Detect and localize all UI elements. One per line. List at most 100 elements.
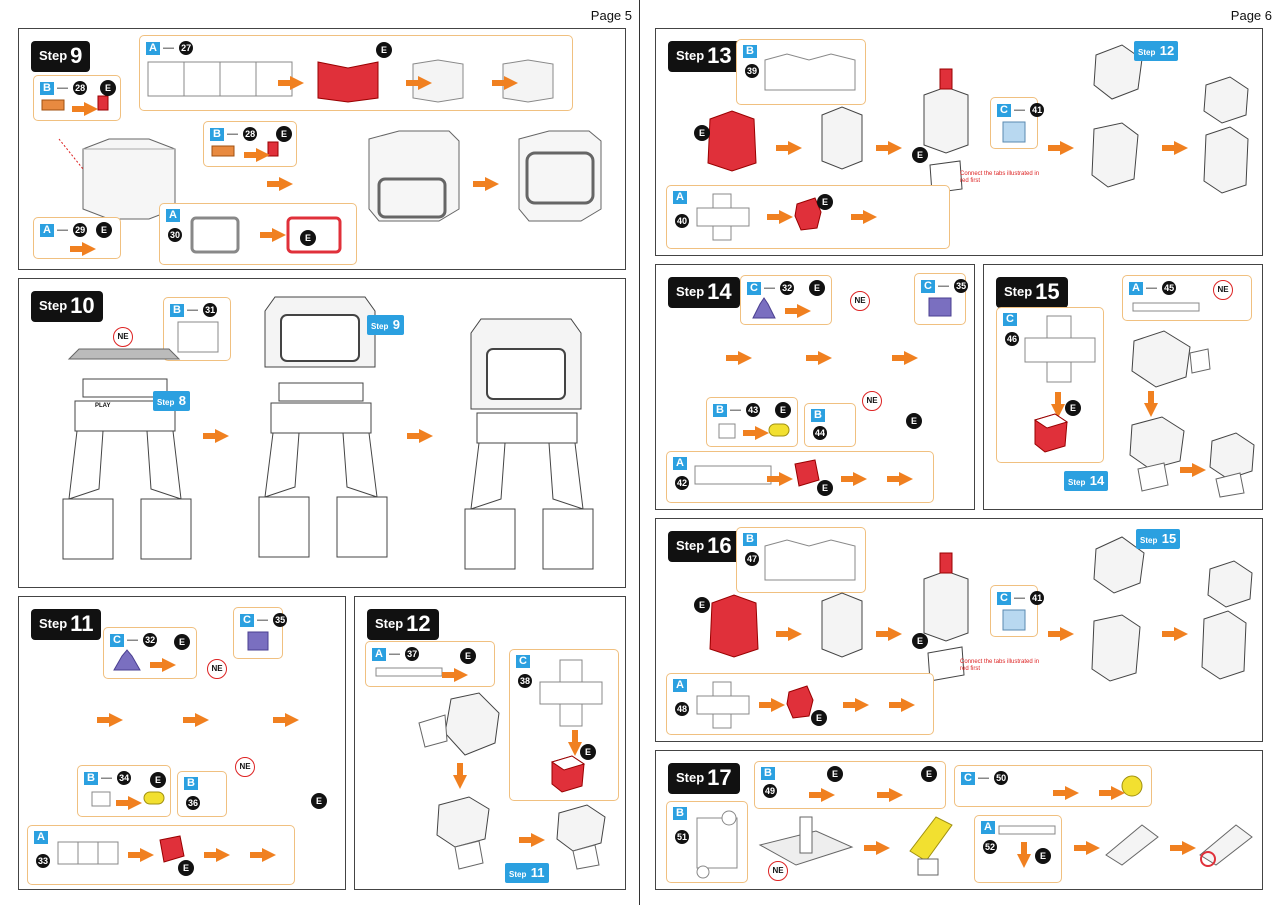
red-body-illustration [709,594,759,658]
arrow-right [767,210,793,224]
arrow-down [1017,842,1031,868]
part-b39-box: B 39 [736,39,866,105]
arrow-right [743,426,769,440]
arrow-right [519,833,545,847]
e-badge: E [376,42,392,58]
cube-illustration [418,692,500,756]
e-badge: E [809,280,825,296]
part-a37-box: A — 37 E [365,641,495,687]
arrow-right [841,472,867,486]
ne-badge: NE [207,659,227,679]
cube-illustration [1131,330,1211,388]
part-c38-box: C 38 E [509,649,619,801]
part-a45-box: A — 45 NE [1122,275,1252,321]
part-a52-box: A 52 E [974,815,1062,883]
arrow-down [453,763,467,789]
step-12-ref: Step 12 [1134,41,1179,61]
e-badge: E [96,222,112,238]
assembly-illustration [1129,416,1185,492]
page-divider [639,0,640,905]
arrow-right [97,713,123,727]
result-illustration [1209,432,1255,498]
arrow-right [876,627,902,641]
part-a27-illustration [147,59,554,103]
robot-with-head-2 [258,296,388,558]
arrow-right [806,351,832,365]
part-c32-box: C — 32 E [103,627,197,679]
assembly-illustration [436,796,490,870]
e-badge: E [775,402,791,418]
arrow-right [72,102,98,116]
e-badge: E [694,125,710,141]
arrow-right [250,848,276,862]
ne-badge: NE [235,757,255,777]
arrow-right [1048,141,1074,155]
arrow-right [726,351,752,365]
arrow-right [406,76,432,90]
arrow-right [1162,627,1188,641]
arrow-right [1170,841,1196,855]
arrow-right [407,429,433,443]
part-a40-box: A 40 E [666,185,950,249]
arrow-right [183,713,209,727]
arrow-right [150,658,176,672]
arrow-right [1048,627,1074,641]
arrow-right [892,351,918,365]
arrow-right [267,177,293,191]
part-b34-box: B — 34 E [77,765,171,817]
arrow-right [776,627,802,641]
e-badge: E [1035,848,1051,864]
arrow-right [1180,463,1206,477]
result-illustration [556,804,606,870]
e-badge: E [580,744,596,760]
e-badge: E [150,772,166,788]
red-body-illustration [707,110,757,172]
part-c41-box: C — 41 [990,97,1045,149]
arrow-right [887,472,913,486]
arrow-down [568,730,582,756]
connect-tabs-note: Connect the tabs illustrated in red firs… [960,171,1040,184]
e-badge: E [817,480,833,496]
arrow-right [116,796,142,810]
arrow-right [204,848,230,862]
step-8-ref: Step 8 [153,391,191,411]
sheet-illustration [758,816,854,866]
arrow-right [1162,141,1188,155]
part-b49-box: B 49 E E [754,761,946,809]
robot-assembled-3 [464,318,594,570]
arrow-right [759,698,785,712]
part-c32b-box: C — 32 E [740,275,832,325]
part-a33-box: A 33 E [27,825,295,885]
part-a27-box: A — 27 E [139,35,573,111]
step-9-body-illustration [58,138,176,220]
part-a48-box: A 48 E [666,673,934,735]
page-number: Page 5 [590,8,632,23]
arrow-right [260,228,286,242]
e-badge: E [912,147,928,163]
part-b31-box: B — 31 [163,297,231,361]
arrow-right [889,698,915,712]
part-a30-box: A 30 E [159,203,357,265]
e-badge: E [100,80,116,96]
step-15-ref: Step 15 [1136,529,1181,549]
step-9-ref: Step 9 [367,315,405,335]
ne-badge: NE [850,291,870,311]
part-b28b-box: B — 28 E [203,121,297,167]
arrow-down [1144,391,1158,417]
part-c35b-box: C — 35 [914,273,969,325]
arrow-right [843,698,869,712]
